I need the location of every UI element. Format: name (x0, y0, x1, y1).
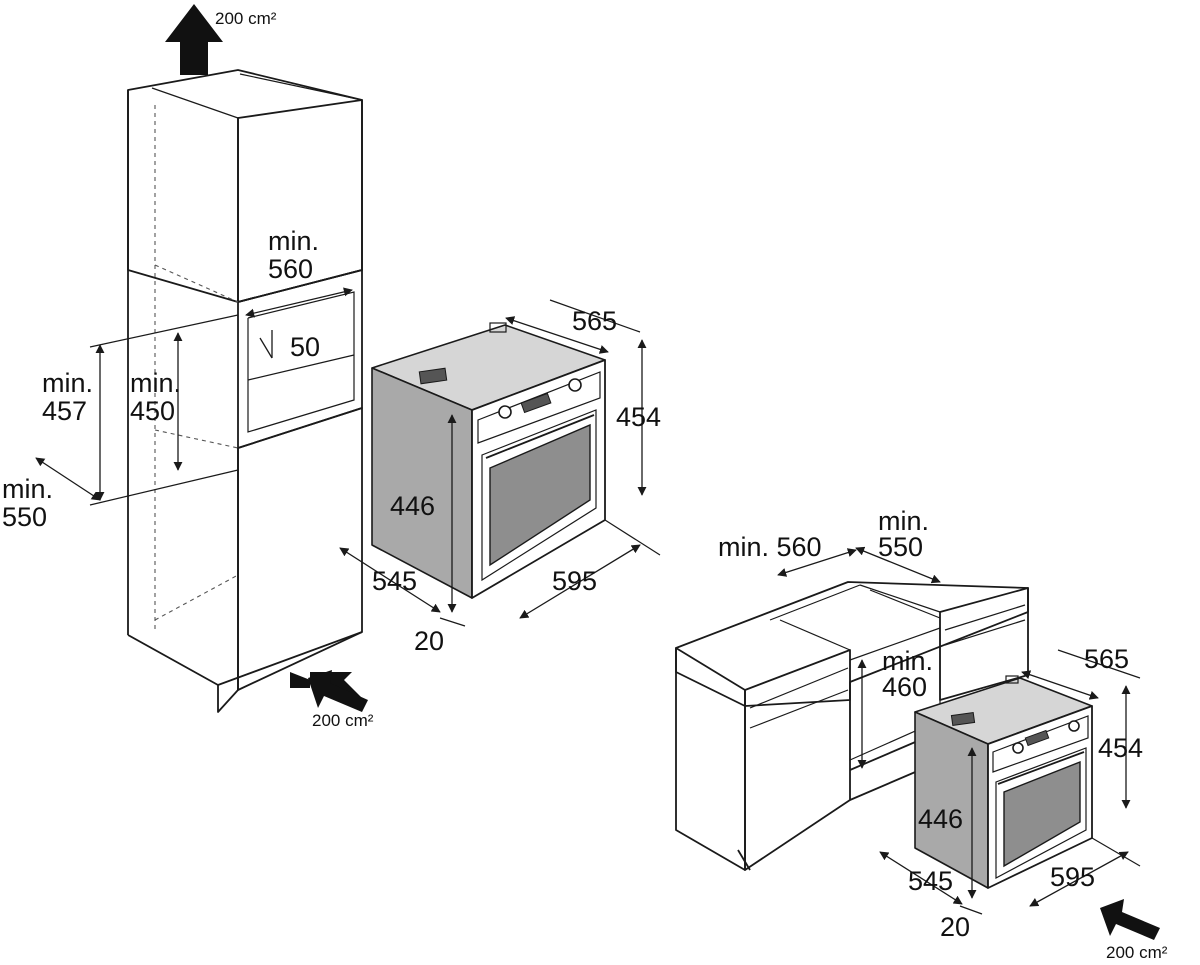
uc-min-depth-dimension (777, 548, 857, 577)
oven-left-side-depth-dimension (339, 547, 441, 613)
oven-left-width: 595 (552, 566, 597, 596)
min-depth-value: 560 (268, 254, 313, 284)
oven-right-side-depth-dimension (879, 851, 963, 905)
uc-vent-bottom-label: 200 cm² (1106, 943, 1168, 962)
gap-value: 50 (290, 332, 320, 362)
oven-right-front-offset-dimension (959, 905, 983, 915)
gap-dimension (259, 337, 273, 359)
min-height-outer-value: 457 (42, 396, 87, 426)
oven-right-front-offset: 20 (940, 912, 970, 942)
min-width-dimension (35, 457, 101, 501)
min-height-inner-label: min. (130, 368, 181, 398)
uc-min-height-label: min. (882, 646, 933, 676)
oven-left-width-dimension (519, 544, 641, 619)
oven-right-depth: 565 (1084, 644, 1129, 674)
tall-cabinet (127, 69, 363, 713)
uc-min-width-label: min. (878, 506, 929, 536)
uc-min-height-value: 460 (882, 672, 927, 702)
oven-right-width-dimension (1029, 851, 1129, 907)
vent-arrow-bottom-left-icon (308, 670, 368, 712)
oven-right-height: 454 (1098, 733, 1143, 763)
min-width-label: min. (2, 474, 53, 504)
min-depth-label: min. (268, 226, 319, 256)
oven-right-side-depth: 545 (908, 866, 953, 896)
oven-right (914, 675, 1093, 889)
oven-left-front-offset-dimension (439, 617, 466, 627)
min-depth-dimension (245, 287, 353, 318)
oven-right-width: 595 (1050, 862, 1095, 892)
min-width-value: 550 (2, 502, 47, 532)
oven-left-height: 454 (616, 402, 661, 432)
oven-left-depth: 565 (572, 306, 617, 336)
oven-left-front-offset: 20 (414, 626, 444, 656)
vent-bottom-label: 200 cm² (312, 711, 374, 730)
uc-min-depth: min. 560 (718, 532, 822, 562)
vent-arrow-up-icon (165, 4, 223, 75)
oven-left-side-depth: 545 (372, 566, 417, 596)
oven-left (371, 322, 606, 599)
min-height-outer-label: min. (42, 368, 93, 398)
vent-arrow-bottom-right-icon (1100, 899, 1160, 940)
under-counter-cabinet (675, 581, 1029, 871)
oven-right-depth-dimension (1021, 670, 1099, 700)
oven-right-side-height: 446 (918, 804, 963, 834)
min-height-inner-value: 450 (130, 396, 175, 426)
oven-left-depth-dimension (505, 316, 609, 354)
oven-left-side-height: 446 (390, 491, 435, 521)
uc-min-width-dimension (855, 546, 941, 584)
vent-top-label: 200 cm² (215, 9, 277, 28)
uc-min-width-value: 550 (878, 532, 923, 562)
